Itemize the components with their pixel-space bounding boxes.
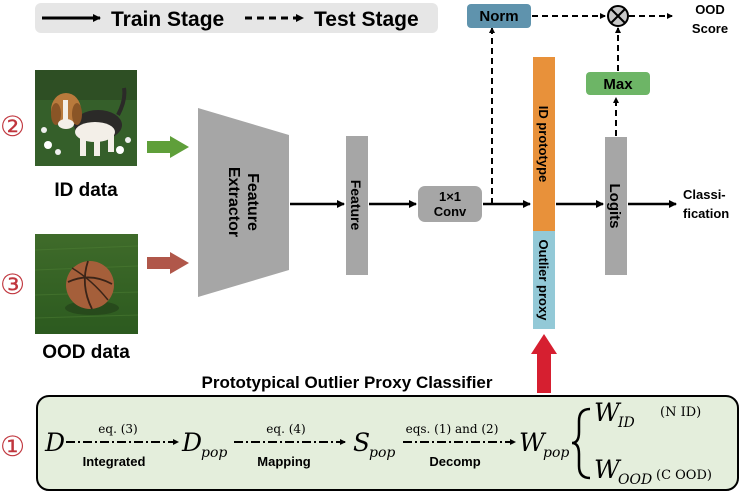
legend-background — [35, 3, 438, 33]
basketball — [66, 261, 114, 309]
norm-block — [467, 4, 531, 28]
brace — [571, 407, 591, 480]
ood-data-label: OOD data — [42, 342, 130, 363]
symbol-W-ood-sub: OOD — [618, 472, 652, 488]
ood-score-label-1: OOD — [695, 2, 725, 17]
legend: Train Stage Test Stage — [35, 3, 438, 33]
id-data-label: ID data — [54, 180, 118, 201]
outlier-proxy-label: Outlier proxy — [536, 240, 551, 322]
eq-3-label: eq. (3) — [98, 422, 137, 436]
conv-label-2: Conv — [434, 204, 467, 219]
feature-extractor-label-2: Extractor — [225, 167, 242, 237]
w-id-note: (N ID) — [660, 405, 701, 420]
feature-label: Feature — [348, 180, 364, 231]
outlier-proxy-block — [533, 231, 555, 329]
symbol-W-id: W — [594, 398, 622, 427]
legend-train-label: Train Stage — [111, 8, 224, 31]
feature-block — [346, 136, 368, 275]
marker-3: ③ — [0, 268, 25, 301]
max-block — [586, 72, 650, 95]
integrated-label: Integrated — [83, 454, 146, 469]
marker-2: ② — [0, 110, 25, 143]
symbol-W-pop: W — [519, 428, 547, 457]
classifier-panel — [36, 395, 739, 491]
norm-label: Norm — [479, 8, 518, 25]
panel-title: Prototypical Outlier Proxy Classifier — [202, 373, 493, 392]
ood-score-label-2: Score — [692, 21, 728, 36]
marker-1: ① — [0, 430, 25, 463]
classification-label-1: Classi- — [683, 187, 726, 202]
conv-label-1: 1×1 — [439, 189, 461, 204]
symbol-W-pop-sub: pop — [543, 445, 569, 461]
symbol-W-ood: W — [594, 455, 622, 484]
w-ood-note: (C OOD) — [656, 468, 712, 483]
feature-extractor-label-1: Feature — [244, 173, 261, 231]
id-prototype-block — [533, 57, 555, 231]
max-label: Max — [603, 76, 633, 93]
conv-block — [418, 186, 482, 222]
symbol-S-pop-sub: pop — [369, 445, 395, 461]
ood-input-arrow — [147, 252, 189, 274]
multiply-icon — [607, 5, 629, 27]
id-image — [35, 70, 137, 166]
eq-4-label: eq. (4) — [266, 422, 305, 436]
ood-image — [34, 234, 139, 334]
symbol-D-pop: D — [181, 428, 202, 457]
classifier-weight-arrow — [531, 334, 557, 393]
classification-label-2: fication — [683, 206, 729, 221]
mapping-label: Mapping — [257, 454, 310, 469]
symbol-D-pop-sub: pop — [201, 445, 227, 461]
symbol-D: D — [44, 428, 65, 457]
id-input-arrow — [147, 136, 189, 158]
legend-test-label: Test Stage — [314, 8, 419, 31]
logits-block — [605, 137, 627, 275]
decomp-label: Decomp — [429, 454, 480, 469]
symbol-S-pop: S — [353, 428, 370, 457]
feature-extractor-block — [198, 108, 289, 297]
eqs-1-2-label: eqs. (1) and (2) — [406, 422, 499, 436]
logits-label: Logits — [606, 184, 623, 229]
id-prototype-label: ID prototype — [536, 106, 551, 183]
symbol-W-id-sub: ID — [617, 415, 635, 431]
